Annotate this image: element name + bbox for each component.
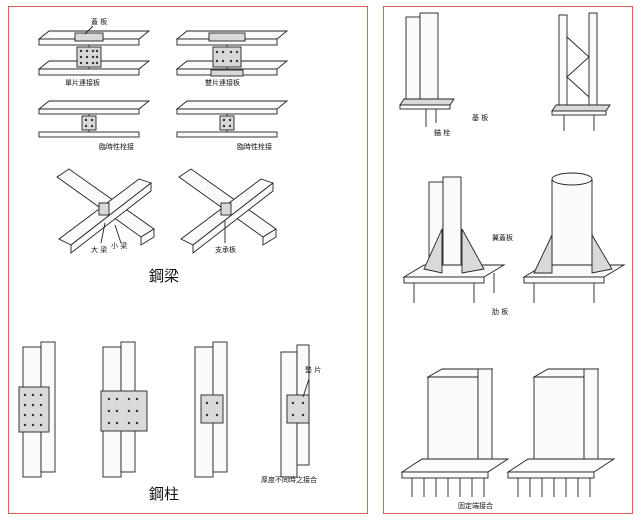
column-base-box-fixed-2 [506,368,616,497]
small-beam-label: 小 梁 [111,242,128,250]
single-splice-label: 單片連接板 [65,79,100,87]
filler-plate-label: 墊 片 [305,366,322,374]
double-splice-label: 雙片連接板 [205,79,240,87]
column-base-box-fixed-1 [400,368,510,497]
column-base-ribbed-h [402,176,506,303]
column-base-panel: 基 板 錨 栓 翼蓋板 肋 板 固定端接合 [383,6,633,514]
rib-plate-label: 肋 板 [492,308,509,316]
fixed-end-label: 固定端接合 [458,502,493,510]
beam-temp-bolt-1 [37,100,151,138]
column-splice-3 [194,341,228,478]
beam-temp-bolt-2 [175,100,289,138]
beam-splice-single [37,25,151,76]
steel-beam-column-panel: 蓋 板 單片連接板 雙片連接板 臨時性栓接 臨時性栓接 大 梁 小 梁 支承板 … [8,6,368,514]
column-splice-4 [280,344,310,478]
cross-beam-bearing-plate [178,168,277,254]
different-thickness-label: 厚度不同時之接合 [261,476,317,484]
cross-beam-main-small [56,168,155,254]
column-base-ribbed-tube [522,172,626,303]
right-drawings [399,12,626,497]
base-plate-label: 基 板 [472,114,489,122]
bearing-plate-label: 支承板 [215,246,236,254]
column-splice-2 [100,341,148,478]
column-base-lattice [551,12,611,131]
cover-plate-label: 蓋 板 [91,18,108,26]
anchor-bolt-label: 錨 栓 [434,129,451,137]
left-drawings [18,25,310,478]
main-beam-label: 大 梁 [91,246,108,254]
temp-bolt-label-2: 臨時性栓接 [237,143,272,151]
beam-splice-double [175,30,289,77]
wing-plate-label: 翼蓋板 [492,234,513,242]
temp-bolt-label-1: 臨時性栓接 [99,143,134,151]
column-base-simple [399,12,455,127]
steel-beam-title: 鋼梁 [149,267,180,285]
column-splice-1 [18,341,56,478]
steel-column-title: 鋼柱 [149,485,180,503]
